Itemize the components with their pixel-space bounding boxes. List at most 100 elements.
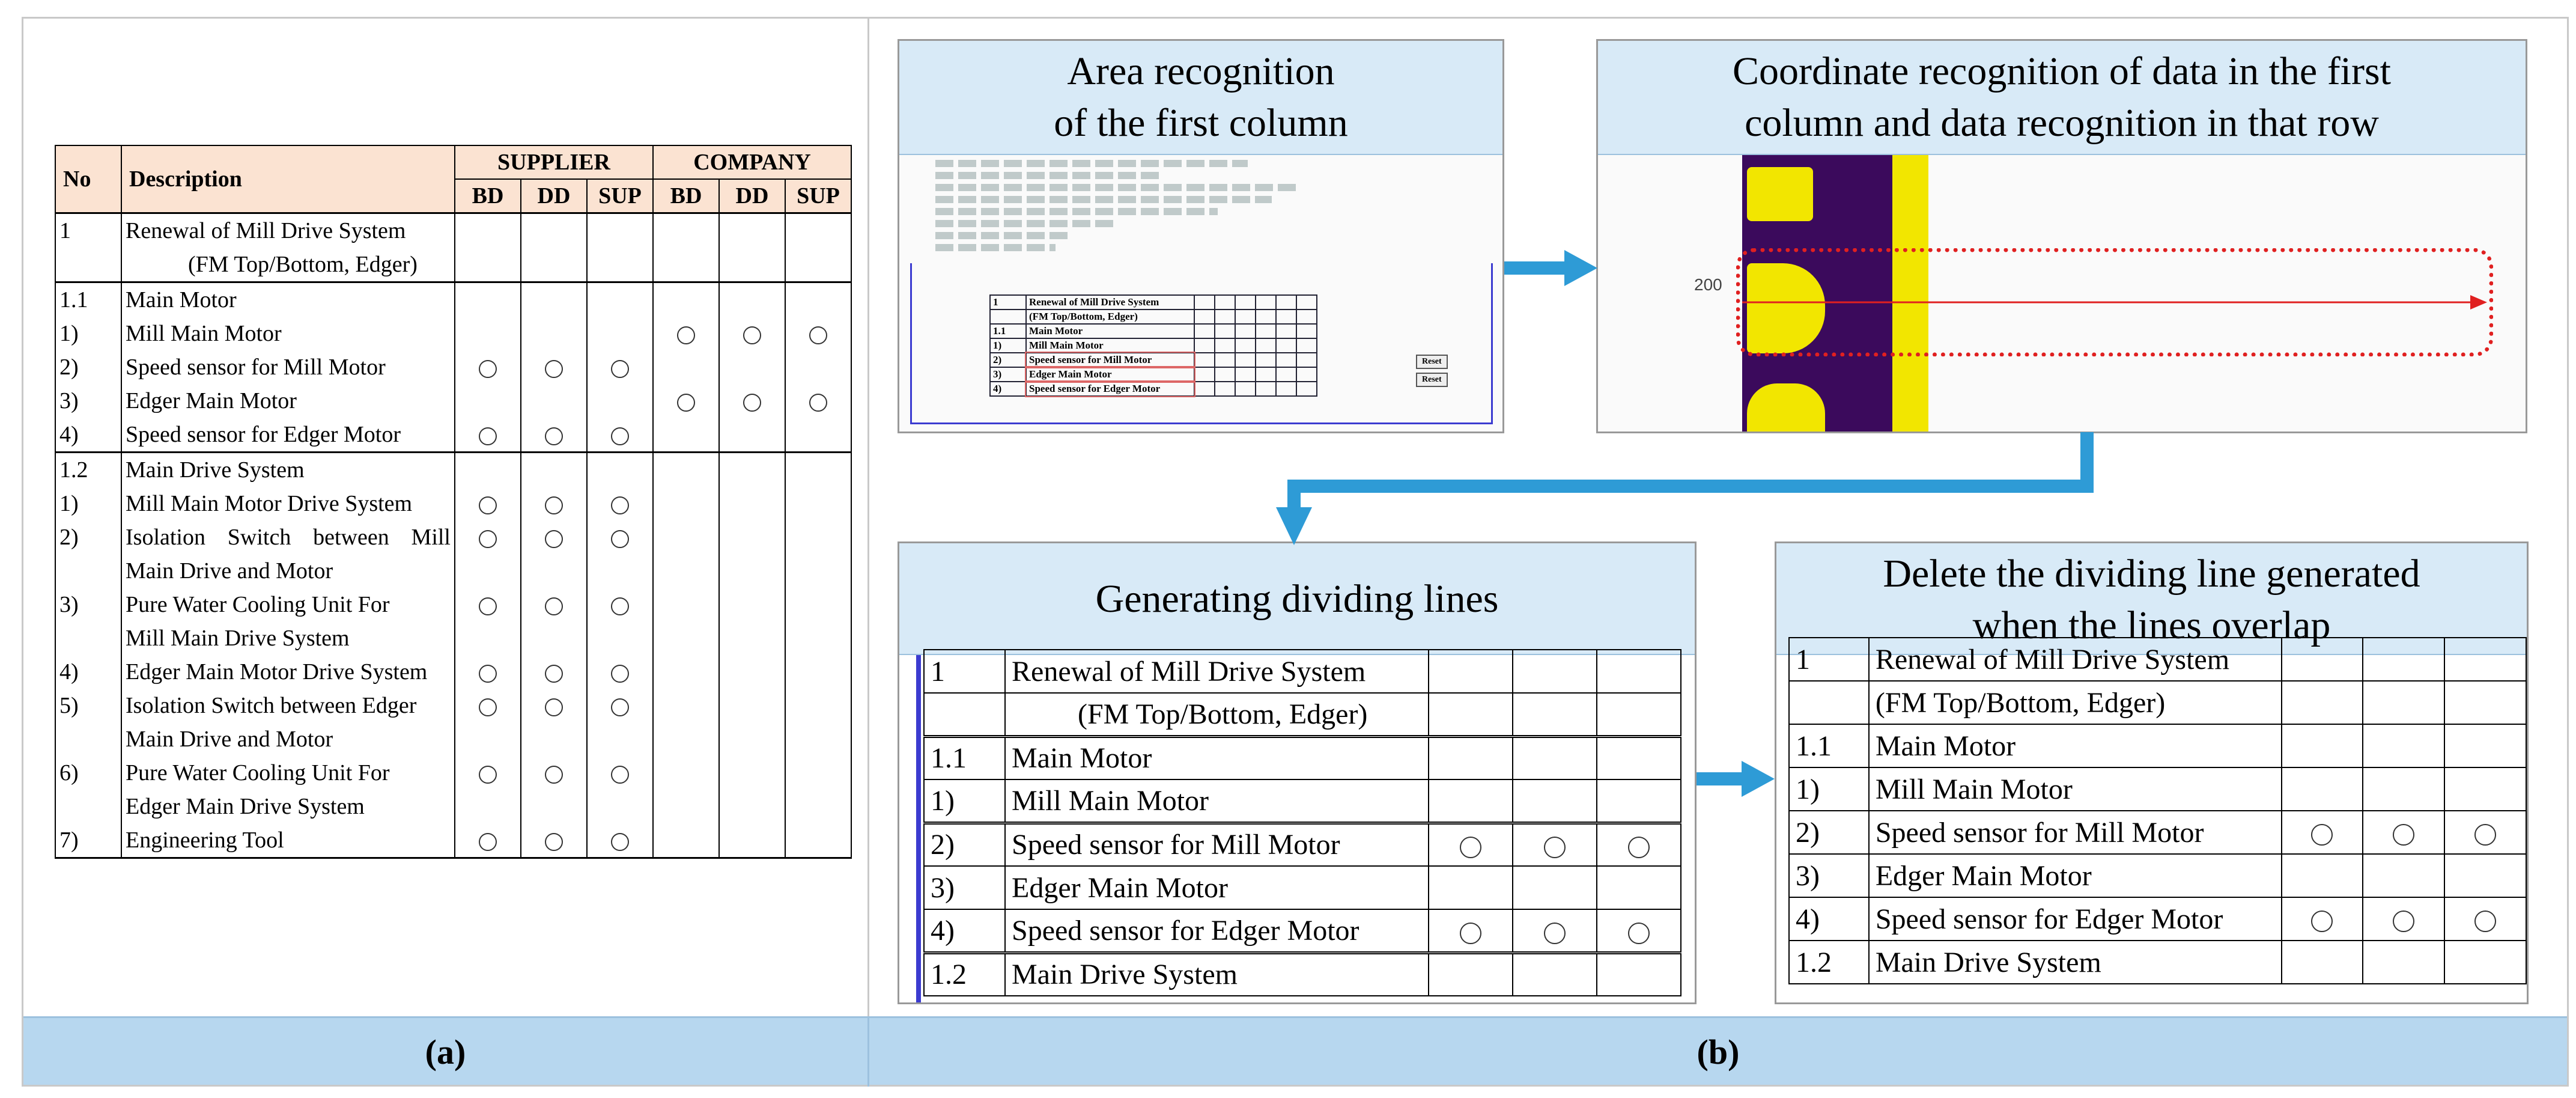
mark-cell	[454, 722, 521, 756]
circle-mark-icon	[677, 326, 695, 344]
mini-desc: Edger Main Motor	[1025, 366, 1195, 383]
circle-mark-icon	[545, 765, 563, 784]
table-row: 3)Pure Water Cooling Unit For	[55, 587, 852, 621]
mark-cell	[718, 654, 786, 689]
mark-cell	[1428, 649, 1513, 694]
circle-mark-icon	[1628, 837, 1650, 859]
row-description: Speed sensor for Edger Motor	[1868, 897, 2282, 941]
mark-cell	[2362, 940, 2446, 984]
mark-cell	[2280, 940, 2364, 984]
mark-cell	[718, 486, 786, 520]
mark-cell	[2362, 897, 2446, 941]
table-row: 4)Speed sensor for Edger Motor	[55, 417, 852, 452]
mark-cell	[785, 316, 852, 350]
caption-bar: (a) (b)	[23, 1016, 2567, 1087]
mini-no: 1	[989, 294, 1027, 310]
circle-mark-icon	[2311, 910, 2333, 933]
row-scan-arrow	[1742, 295, 2487, 310]
mark-cell	[1428, 734, 1513, 780]
row-description: Pure Water Cooling Unit For	[121, 755, 455, 790]
mark-cell	[520, 247, 588, 282]
mark-cell	[2444, 940, 2527, 984]
mark-cell	[454, 316, 521, 350]
mark-cell	[652, 281, 720, 317]
row-description: Main Drive and Motor	[121, 722, 455, 756]
mini-no	[989, 309, 1027, 325]
mark-cell	[454, 823, 521, 859]
table-row: 4)Speed sensor for Edger Motor	[1788, 897, 2527, 941]
circle-mark-icon	[611, 597, 629, 615]
header-no: No	[55, 145, 122, 213]
header-sub: BD	[454, 178, 521, 213]
header-sub: DD	[520, 178, 588, 213]
mark-cell	[718, 383, 786, 418]
mark-cell	[586, 247, 654, 282]
mark-cell	[1512, 865, 1597, 910]
mark-cell	[454, 520, 521, 554]
mark-cell	[2362, 810, 2446, 855]
mark-cell	[2280, 724, 2364, 768]
mark-cell	[652, 823, 720, 859]
table-row: 4)Edger Main Motor Drive System	[55, 654, 852, 689]
reset-button[interactable]: Reset	[1416, 373, 1448, 387]
header-company: COMPANY	[652, 145, 852, 180]
mark-cell	[520, 688, 588, 722]
table-row: 5)Isolation Switch between Edger	[55, 688, 852, 722]
mini-row: 1)Mill Main Motor	[989, 338, 1317, 353]
mark-cell	[586, 383, 654, 418]
mark-cell	[1512, 909, 1597, 953]
row-description: Isolation Switch between Edger	[121, 688, 455, 722]
circle-mark-icon	[545, 529, 563, 548]
mark-cell	[454, 755, 521, 790]
table-row: 1)Mill Main Motor	[55, 316, 852, 350]
mark-cell	[718, 316, 786, 350]
step3-title: Generating dividing lines	[899, 543, 1695, 655]
mark-cell	[454, 383, 521, 418]
mark-cell	[718, 554, 786, 588]
mark-cell	[586, 621, 654, 655]
mark-cell	[785, 654, 852, 689]
row-number	[55, 247, 122, 282]
mark-cell	[652, 350, 720, 384]
mark-cell	[454, 417, 521, 452]
mark-cell	[1596, 779, 1681, 823]
row-number: 1)	[55, 316, 122, 350]
mark-cell	[718, 789, 786, 823]
mark-cell	[718, 688, 786, 722]
mini-row: 4)Speed sensor for Edger Motor	[989, 380, 1317, 397]
row-description: Mill Main Motor	[1868, 767, 2282, 811]
mark-cell	[520, 212, 588, 248]
mark-cell	[2444, 897, 2527, 941]
mark-cell	[652, 755, 720, 790]
mark-cell	[454, 688, 521, 722]
mark-cell	[2280, 767, 2364, 811]
step4-box: Delete the dividing line generated when …	[1775, 541, 2529, 1004]
header-sub: SUP	[586, 178, 654, 213]
row-number: 3)	[55, 383, 122, 418]
mark-cell	[454, 587, 521, 621]
mark-cell	[2362, 637, 2446, 682]
mark-cell	[454, 789, 521, 823]
row-description: Pure Water Cooling Unit For	[121, 587, 455, 621]
mark-cell	[1596, 865, 1681, 910]
circle-mark-icon	[1460, 922, 1481, 944]
mark-cell	[718, 587, 786, 621]
circle-mark-icon	[809, 393, 827, 412]
mark-cell	[785, 212, 852, 248]
row-description: Edger Main Motor Drive System	[121, 654, 455, 689]
row-description: Main Drive System	[121, 451, 455, 487]
mark-cell	[1512, 649, 1597, 694]
mark-cell	[586, 554, 654, 588]
reset-button[interactable]: Reset	[1416, 355, 1448, 369]
mark-cell	[785, 722, 852, 756]
mark-cell	[586, 417, 654, 452]
mark-cell	[2280, 637, 2364, 682]
row-description: Mill Main Motor Drive System	[121, 486, 455, 520]
arrow-step1-to-step2	[1504, 250, 1597, 286]
row-description: Isolation Switch between Mill	[121, 520, 455, 554]
mini-no: 2)	[989, 352, 1027, 368]
mark-cell	[586, 587, 654, 621]
mark-cell	[586, 520, 654, 554]
